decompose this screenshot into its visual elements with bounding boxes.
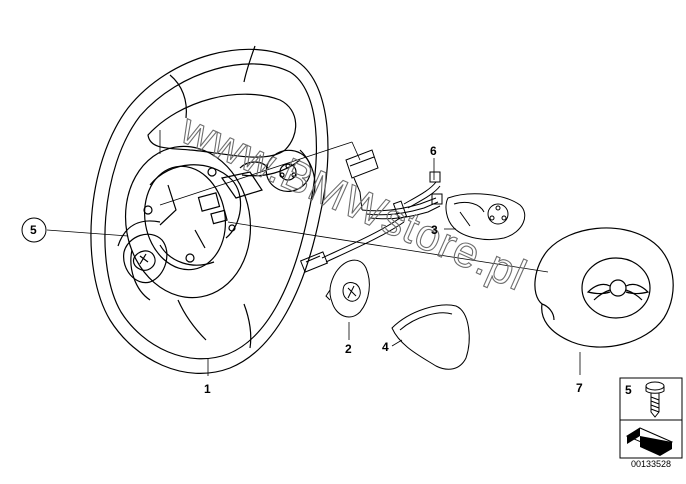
multifunction-switch [325,259,370,318]
view-arrow-icon [625,427,674,456]
diagram-id: 00133528 [630,459,672,469]
wiring-harness [299,149,443,273]
leader-lines [46,130,581,376]
callout-4: 4 [382,340,389,354]
callout-2: 2 [345,342,352,356]
callout-3: 3 [431,223,438,237]
callout-circle [21,217,47,243]
screw-icon [645,381,665,418]
switch-cover [445,193,526,241]
watermark-text: www.BMWstore.pl [173,104,534,300]
callout-1: 1 [204,382,211,396]
airbag-module [534,227,674,348]
steering-wheel [90,45,329,374]
callout-6: 6 [430,144,437,158]
legend-box-label: 5 [625,383,632,397]
legend-box: 5 [619,377,683,459]
callout-7: 7 [576,381,583,395]
trim-cover [391,304,470,370]
callout-5: 5 [30,223,37,237]
